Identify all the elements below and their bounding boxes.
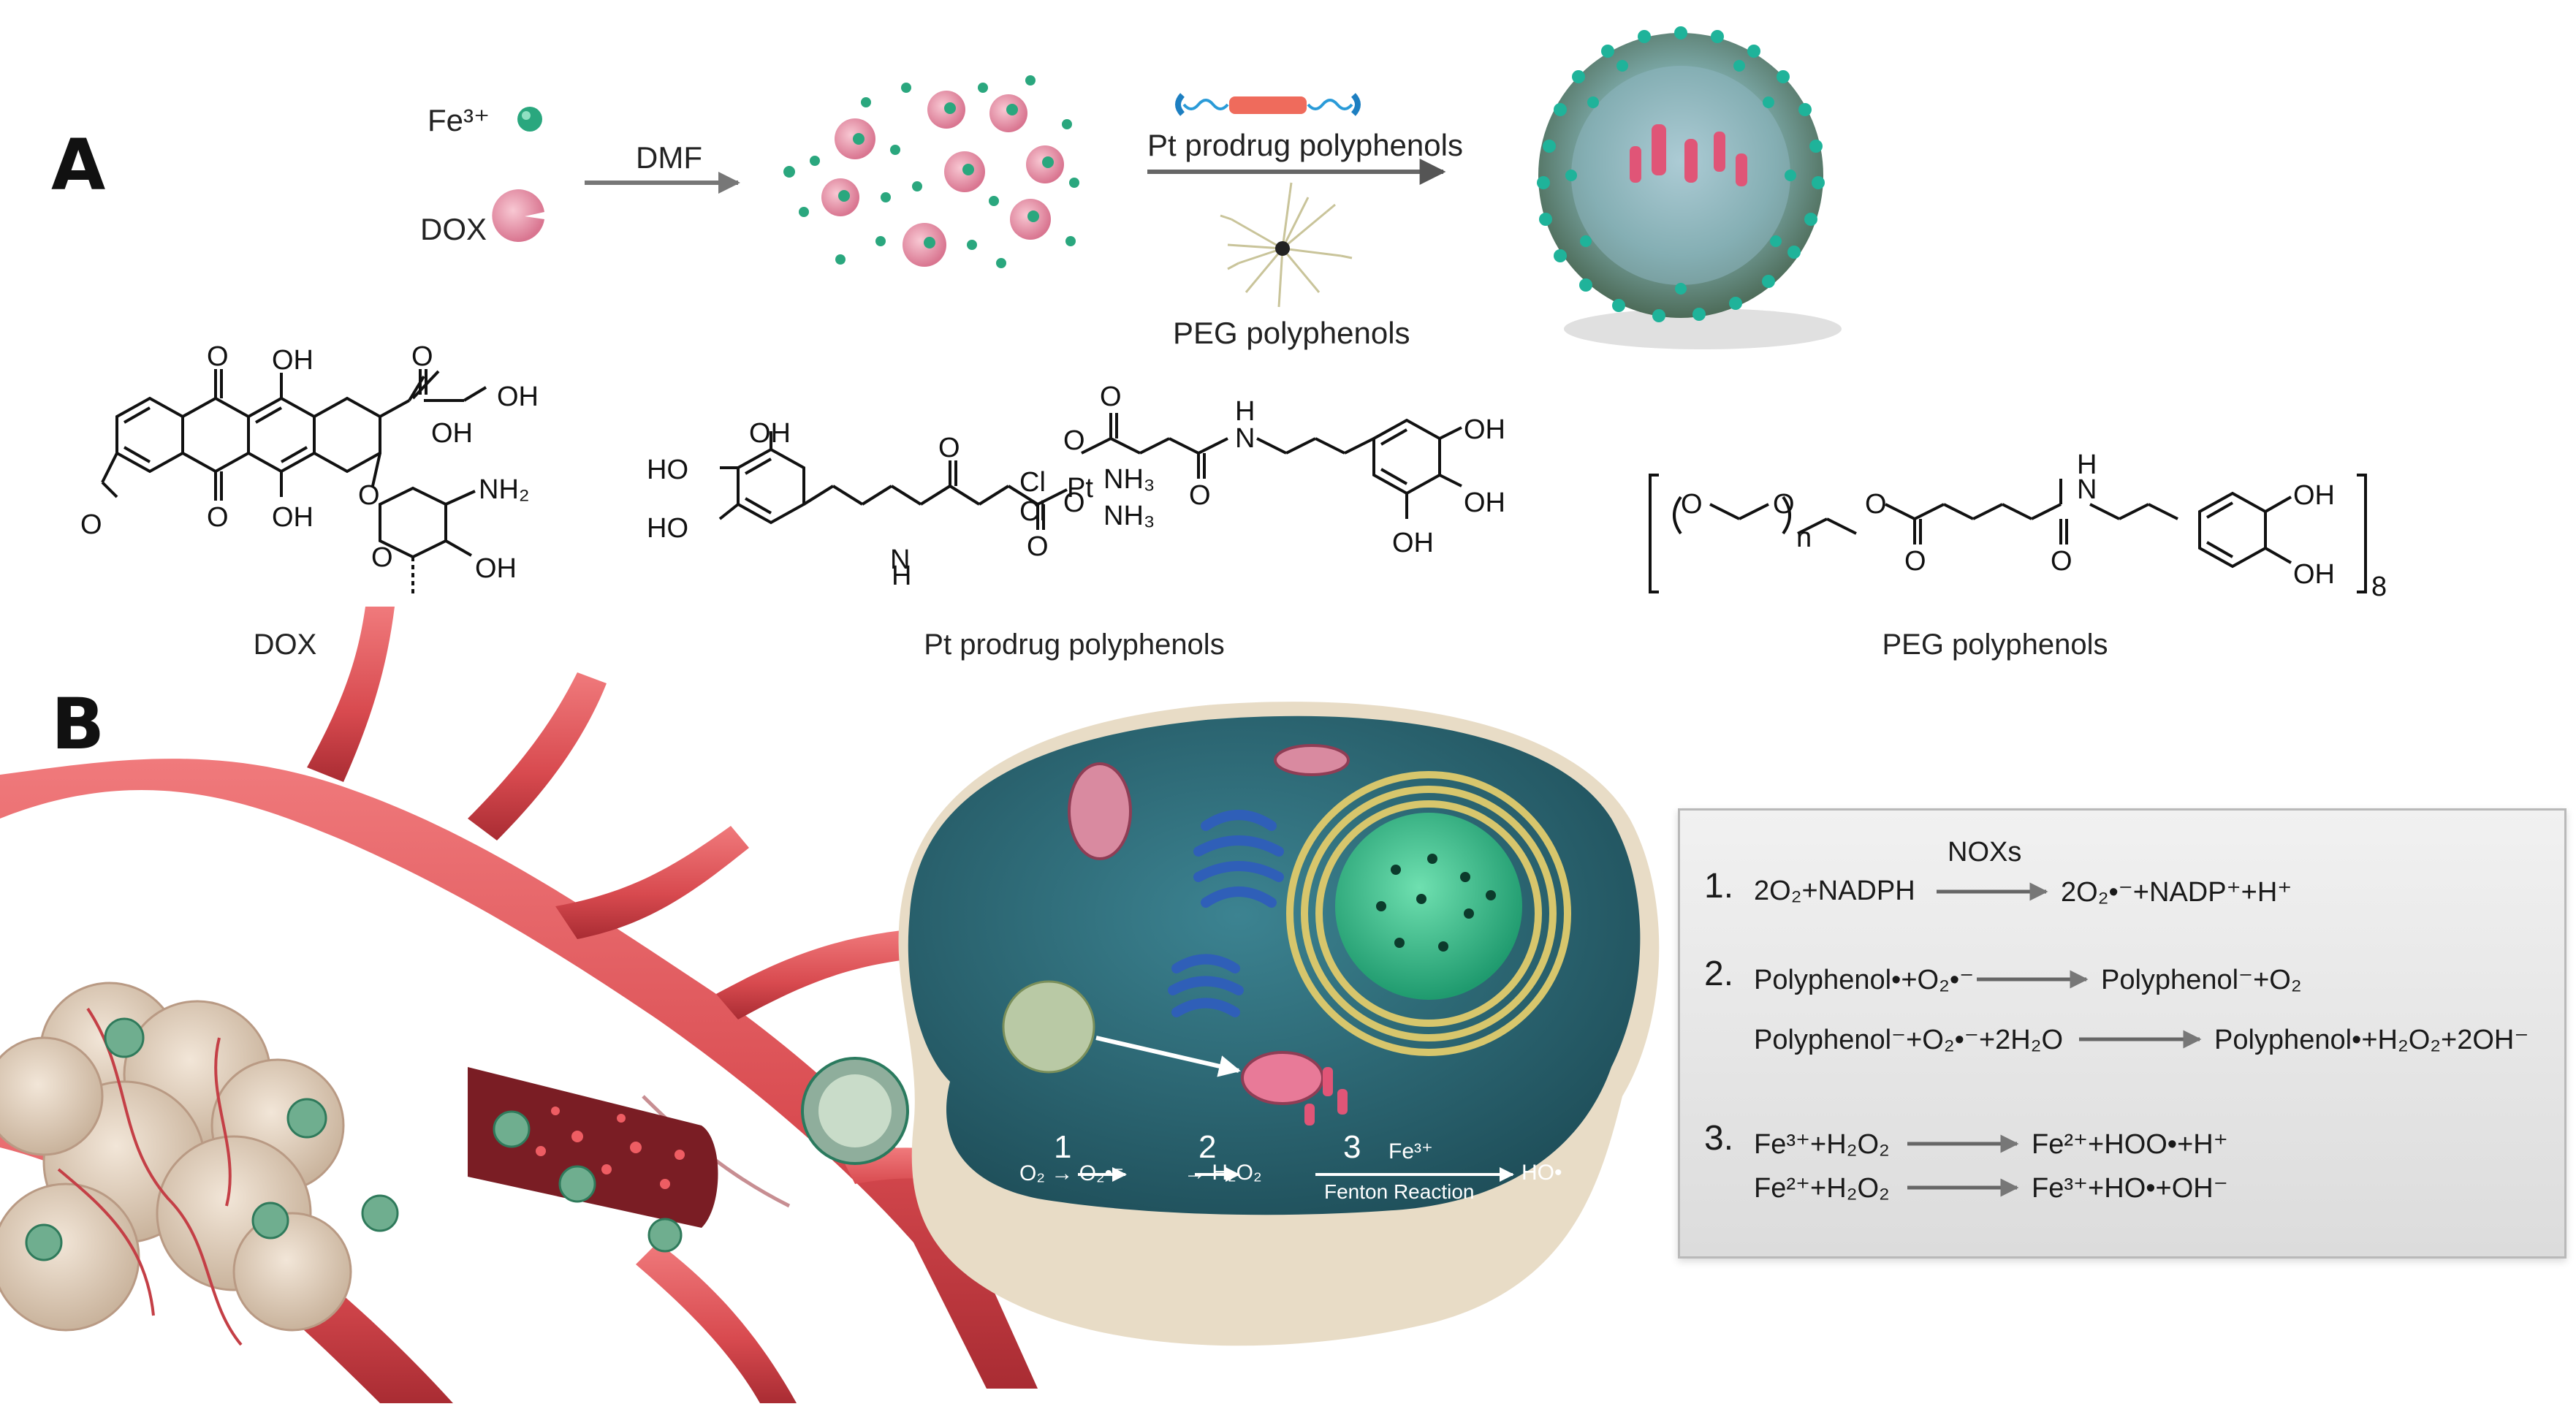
equation-box bbox=[1678, 808, 2566, 1259]
svg-text:n: n bbox=[1796, 523, 1812, 553]
svg-text:O: O bbox=[1189, 480, 1211, 511]
cell-step3-number: 3 bbox=[1343, 1129, 1361, 1165]
svg-text:O: O bbox=[2051, 546, 2072, 577]
svg-text:OH: OH bbox=[1464, 414, 1505, 445]
svg-text:O: O bbox=[938, 433, 960, 463]
svg-text:OH: OH bbox=[272, 502, 314, 533]
eq1-catalyst: NOXs bbox=[1948, 837, 2022, 868]
peg-caption: PEG polyphenols bbox=[1882, 629, 2108, 661]
eq2b-left: Polyphenol⁻+O₂•⁻+2H₂O bbox=[1754, 1025, 2064, 1055]
svg-text:O: O bbox=[1063, 425, 1085, 456]
svg-text:O: O bbox=[207, 341, 229, 372]
svg-text:OH: OH bbox=[475, 553, 517, 584]
nanoparticle-icon bbox=[1537, 26, 1842, 349]
svg-text:N: N bbox=[2077, 474, 2097, 505]
eq1-number: 1. bbox=[1704, 867, 1734, 906]
eq2-right: Polyphenol⁻+O₂ bbox=[2101, 965, 2302, 995]
svg-text:O: O bbox=[358, 480, 380, 511]
peg-arrow-label: PEG polyphenols bbox=[1173, 316, 1410, 350]
svg-text:O: O bbox=[411, 341, 433, 372]
svg-text:O: O bbox=[1100, 382, 1122, 412]
eq3b-left: Fe²⁺+H₂O₂ bbox=[1754, 1173, 1890, 1204]
cell-ho-label: HO• bbox=[1521, 1161, 1562, 1185]
svg-text:O: O bbox=[80, 509, 102, 540]
dox-atom-labels: O OH O OH O OH OH O O NH₂ OH O bbox=[80, 341, 539, 584]
peg-atom-labels: O O n O O O N H OH OH 8 bbox=[1681, 449, 2387, 602]
eq2-left: Polyphenol•+O₂•⁻ bbox=[1754, 965, 1975, 995]
svg-text:Cl: Cl bbox=[1019, 496, 1046, 527]
svg-text:OH: OH bbox=[1464, 487, 1505, 518]
svg-text:OH: OH bbox=[497, 382, 539, 412]
pt-prodrug-icon bbox=[1175, 93, 1361, 116]
svg-text:OH: OH bbox=[431, 418, 473, 449]
svg-text:Cl: Cl bbox=[1019, 467, 1046, 498]
svg-text:OH: OH bbox=[749, 418, 791, 449]
eq3-right: Fe²⁺+HOO•+H⁺ bbox=[2032, 1129, 2228, 1160]
svg-text:H: H bbox=[1235, 396, 1255, 427]
svg-text:OH: OH bbox=[2293, 559, 2335, 590]
svg-text:NH₃: NH₃ bbox=[1103, 501, 1155, 531]
eq2b-right: Polyphenol•+H₂O₂+2OH⁻ bbox=[2214, 1025, 2529, 1055]
svg-text:H: H bbox=[2077, 449, 2097, 480]
cell-step1-number: 1 bbox=[1054, 1129, 1072, 1165]
peg-structure bbox=[1649, 474, 2367, 593]
cell-illustration bbox=[898, 702, 1660, 1346]
blood-vessel-scene bbox=[0, 607, 1038, 1403]
svg-text:O: O bbox=[1063, 487, 1085, 518]
pt-prodrug-structure bbox=[718, 413, 1462, 530]
panel-a-letter: A bbox=[51, 124, 106, 206]
dox-caption: DOX bbox=[253, 629, 317, 661]
svg-text:OH: OH bbox=[1392, 528, 1434, 558]
svg-text:O: O bbox=[371, 542, 393, 573]
fe-ion-icon bbox=[517, 107, 542, 132]
svg-text:O: O bbox=[1904, 546, 1926, 577]
cell-step2-number: 2 bbox=[1198, 1129, 1217, 1165]
svg-text:OH: OH bbox=[272, 345, 314, 376]
svg-text:Pt: Pt bbox=[1067, 473, 1093, 504]
peg-star-icon bbox=[1220, 182, 1353, 308]
cell-step2-text: → H₂O₂ bbox=[1184, 1161, 1262, 1185]
svg-text:O: O bbox=[1865, 489, 1887, 520]
eq3-number: 3. bbox=[1704, 1119, 1734, 1158]
svg-text:HO: HO bbox=[647, 455, 688, 485]
eq1-right: 2O₂•⁻+NADP⁺+H⁺ bbox=[2061, 877, 2292, 908]
dox-label: DOX bbox=[420, 212, 487, 246]
svg-text:HO: HO bbox=[647, 513, 688, 544]
svg-text:O: O bbox=[1027, 531, 1049, 562]
dox-structure bbox=[101, 369, 487, 596]
svg-text:NH₂: NH₂ bbox=[479, 474, 530, 505]
fe-dox-complex-cluster bbox=[783, 75, 1079, 268]
eq2-number: 2. bbox=[1704, 954, 1734, 993]
cell-nanoparticle-icon bbox=[801, 1057, 909, 1165]
svg-text:O: O bbox=[1773, 489, 1795, 520]
panel-b-letter: B bbox=[51, 683, 105, 765]
svg-text:8: 8 bbox=[2371, 572, 2387, 602]
svg-text:O: O bbox=[207, 502, 229, 533]
dmf-label: DMF bbox=[636, 140, 702, 175]
svg-text:N: N bbox=[890, 544, 910, 575]
pt-prodrug-atom-labels: OH HO HO O H N O O O Cl Cl Pt NH₃ NH₃ O … bbox=[647, 382, 1505, 591]
svg-text:N: N bbox=[1235, 423, 1255, 454]
eq3-left: Fe³⁺+H₂O₂ bbox=[1754, 1129, 1890, 1160]
eq1-left: 2O₂+NADPH bbox=[1754, 876, 1915, 906]
cell-fenton-label: Fenton Reaction bbox=[1324, 1180, 1475, 1203]
svg-text:H: H bbox=[892, 561, 911, 591]
cell-fe-label: Fe³⁺ bbox=[1388, 1139, 1433, 1164]
cell-step1-text: O₂ → O₂•⁻ bbox=[1019, 1161, 1124, 1185]
fe-label: Fe³⁺ bbox=[428, 103, 490, 137]
svg-text:NH₃: NH₃ bbox=[1103, 464, 1155, 495]
eq3b-right: Fe³⁺+HO•+OH⁻ bbox=[2032, 1173, 2228, 1204]
pt-prodrug-caption: Pt prodrug polyphenols bbox=[924, 629, 1225, 661]
pt-prodrug-arrow-label: Pt prodrug polyphenols bbox=[1147, 128, 1463, 162]
svg-text:OH: OH bbox=[2293, 480, 2335, 511]
dox-molecule-icon bbox=[492, 189, 544, 243]
svg-text:O: O bbox=[1681, 489, 1703, 520]
